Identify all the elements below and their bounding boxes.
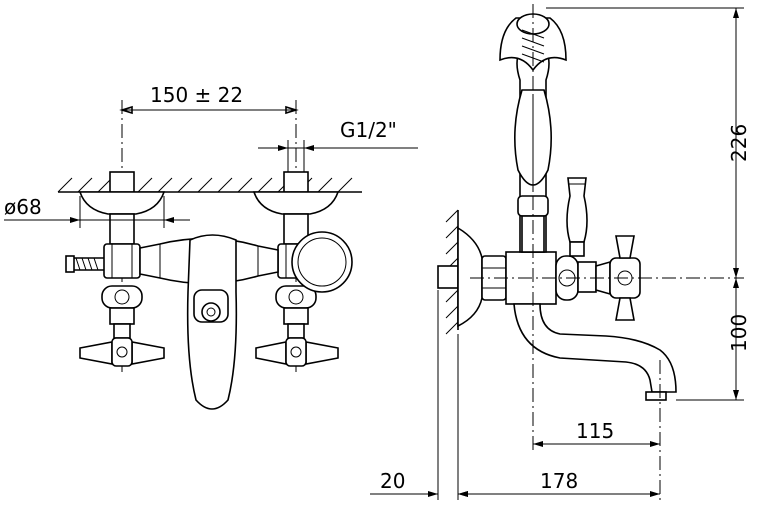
shower-holder bbox=[499, 17, 567, 72]
hose-connector bbox=[65, 255, 104, 273]
dim-spacing-label: 150 ± 22 bbox=[150, 83, 243, 107]
left-pipe-stub bbox=[109, 171, 135, 193]
dim-reach-label: 115 bbox=[576, 419, 614, 443]
left-connector bbox=[101, 213, 143, 339]
diverter-knob bbox=[291, 231, 353, 293]
left-rosette bbox=[78, 191, 166, 215]
right-pipe-stub bbox=[283, 171, 309, 193]
side-view: 226 100 115 178 20 bbox=[370, 4, 751, 500]
side-rosette bbox=[457, 226, 483, 328]
spout-aerator bbox=[645, 391, 667, 401]
dim-thread-label: G1/2" bbox=[340, 118, 397, 142]
dim-height-spout-label: 100 bbox=[727, 314, 751, 352]
dim-wall-offset-label: 20 bbox=[380, 469, 405, 493]
left-cross-handle bbox=[79, 337, 165, 367]
right-cross-handle bbox=[255, 337, 339, 367]
dim-height-total-label: 226 bbox=[727, 124, 751, 162]
dim-rosette-label: ø68 bbox=[4, 195, 42, 219]
right-rosette bbox=[252, 191, 340, 215]
dim-projection-label: 178 bbox=[540, 469, 578, 493]
side-spout bbox=[513, 303, 677, 393]
side-lever-handle bbox=[566, 177, 588, 243]
front-view: 150 ± 22 G1/2" ø68 bbox=[4, 83, 418, 410]
side-pipe-stub bbox=[437, 265, 459, 289]
